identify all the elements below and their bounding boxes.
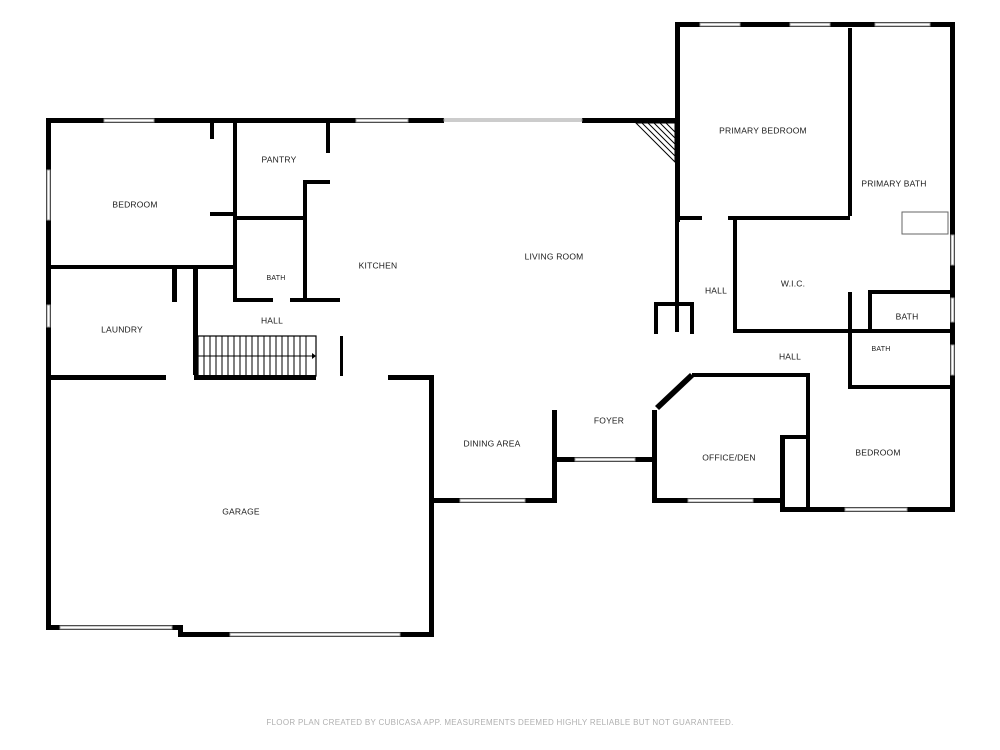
room-label-pantry: PANTRY <box>262 154 297 164</box>
room-label-primary-bedroom: PRIMARY BEDROOM <box>719 125 807 135</box>
room-label-foyer: FOYER <box>594 415 624 425</box>
room-label-bath-east: BATH <box>896 311 919 321</box>
room-label-bath-center: BATH <box>267 275 286 282</box>
footer-disclaimer: FLOOR PLAN CREATED BY CUBICASA APP. MEAS… <box>266 718 734 727</box>
room-label-bedroom-east: BEDROOM <box>855 447 900 457</box>
room-label-wic: W.I.C. <box>781 278 805 288</box>
bath-vanity <box>901 211 949 235</box>
room-label-hall-west: HALL <box>261 315 283 325</box>
room-label-dining-area: DINING AREA <box>464 438 521 448</box>
room-label-living-room: LIVING ROOM <box>525 251 584 261</box>
room-label-hall-east: HALL <box>705 285 727 295</box>
room-label-bath-small: BATH <box>872 346 891 353</box>
interior-walls <box>46 28 955 508</box>
room-label-kitchen: KITCHEN <box>359 260 398 270</box>
room-label-office-den: OFFICE/DEN <box>702 452 755 462</box>
room-labels: BEDROOM PANTRY KITCHEN LIVING ROOM PRIMA… <box>101 125 926 516</box>
room-label-laundry: LAUNDRY <box>101 324 143 334</box>
room-label-garage: GARAGE <box>222 506 260 516</box>
stairs <box>197 335 317 377</box>
room-label-bedroom-west: BEDROOM <box>112 199 157 209</box>
room-label-primary-bath: PRIMARY BATH <box>861 178 926 188</box>
corner-stair <box>634 122 676 164</box>
windows <box>46 22 955 637</box>
room-label-hall-south-east: HALL <box>779 351 801 361</box>
